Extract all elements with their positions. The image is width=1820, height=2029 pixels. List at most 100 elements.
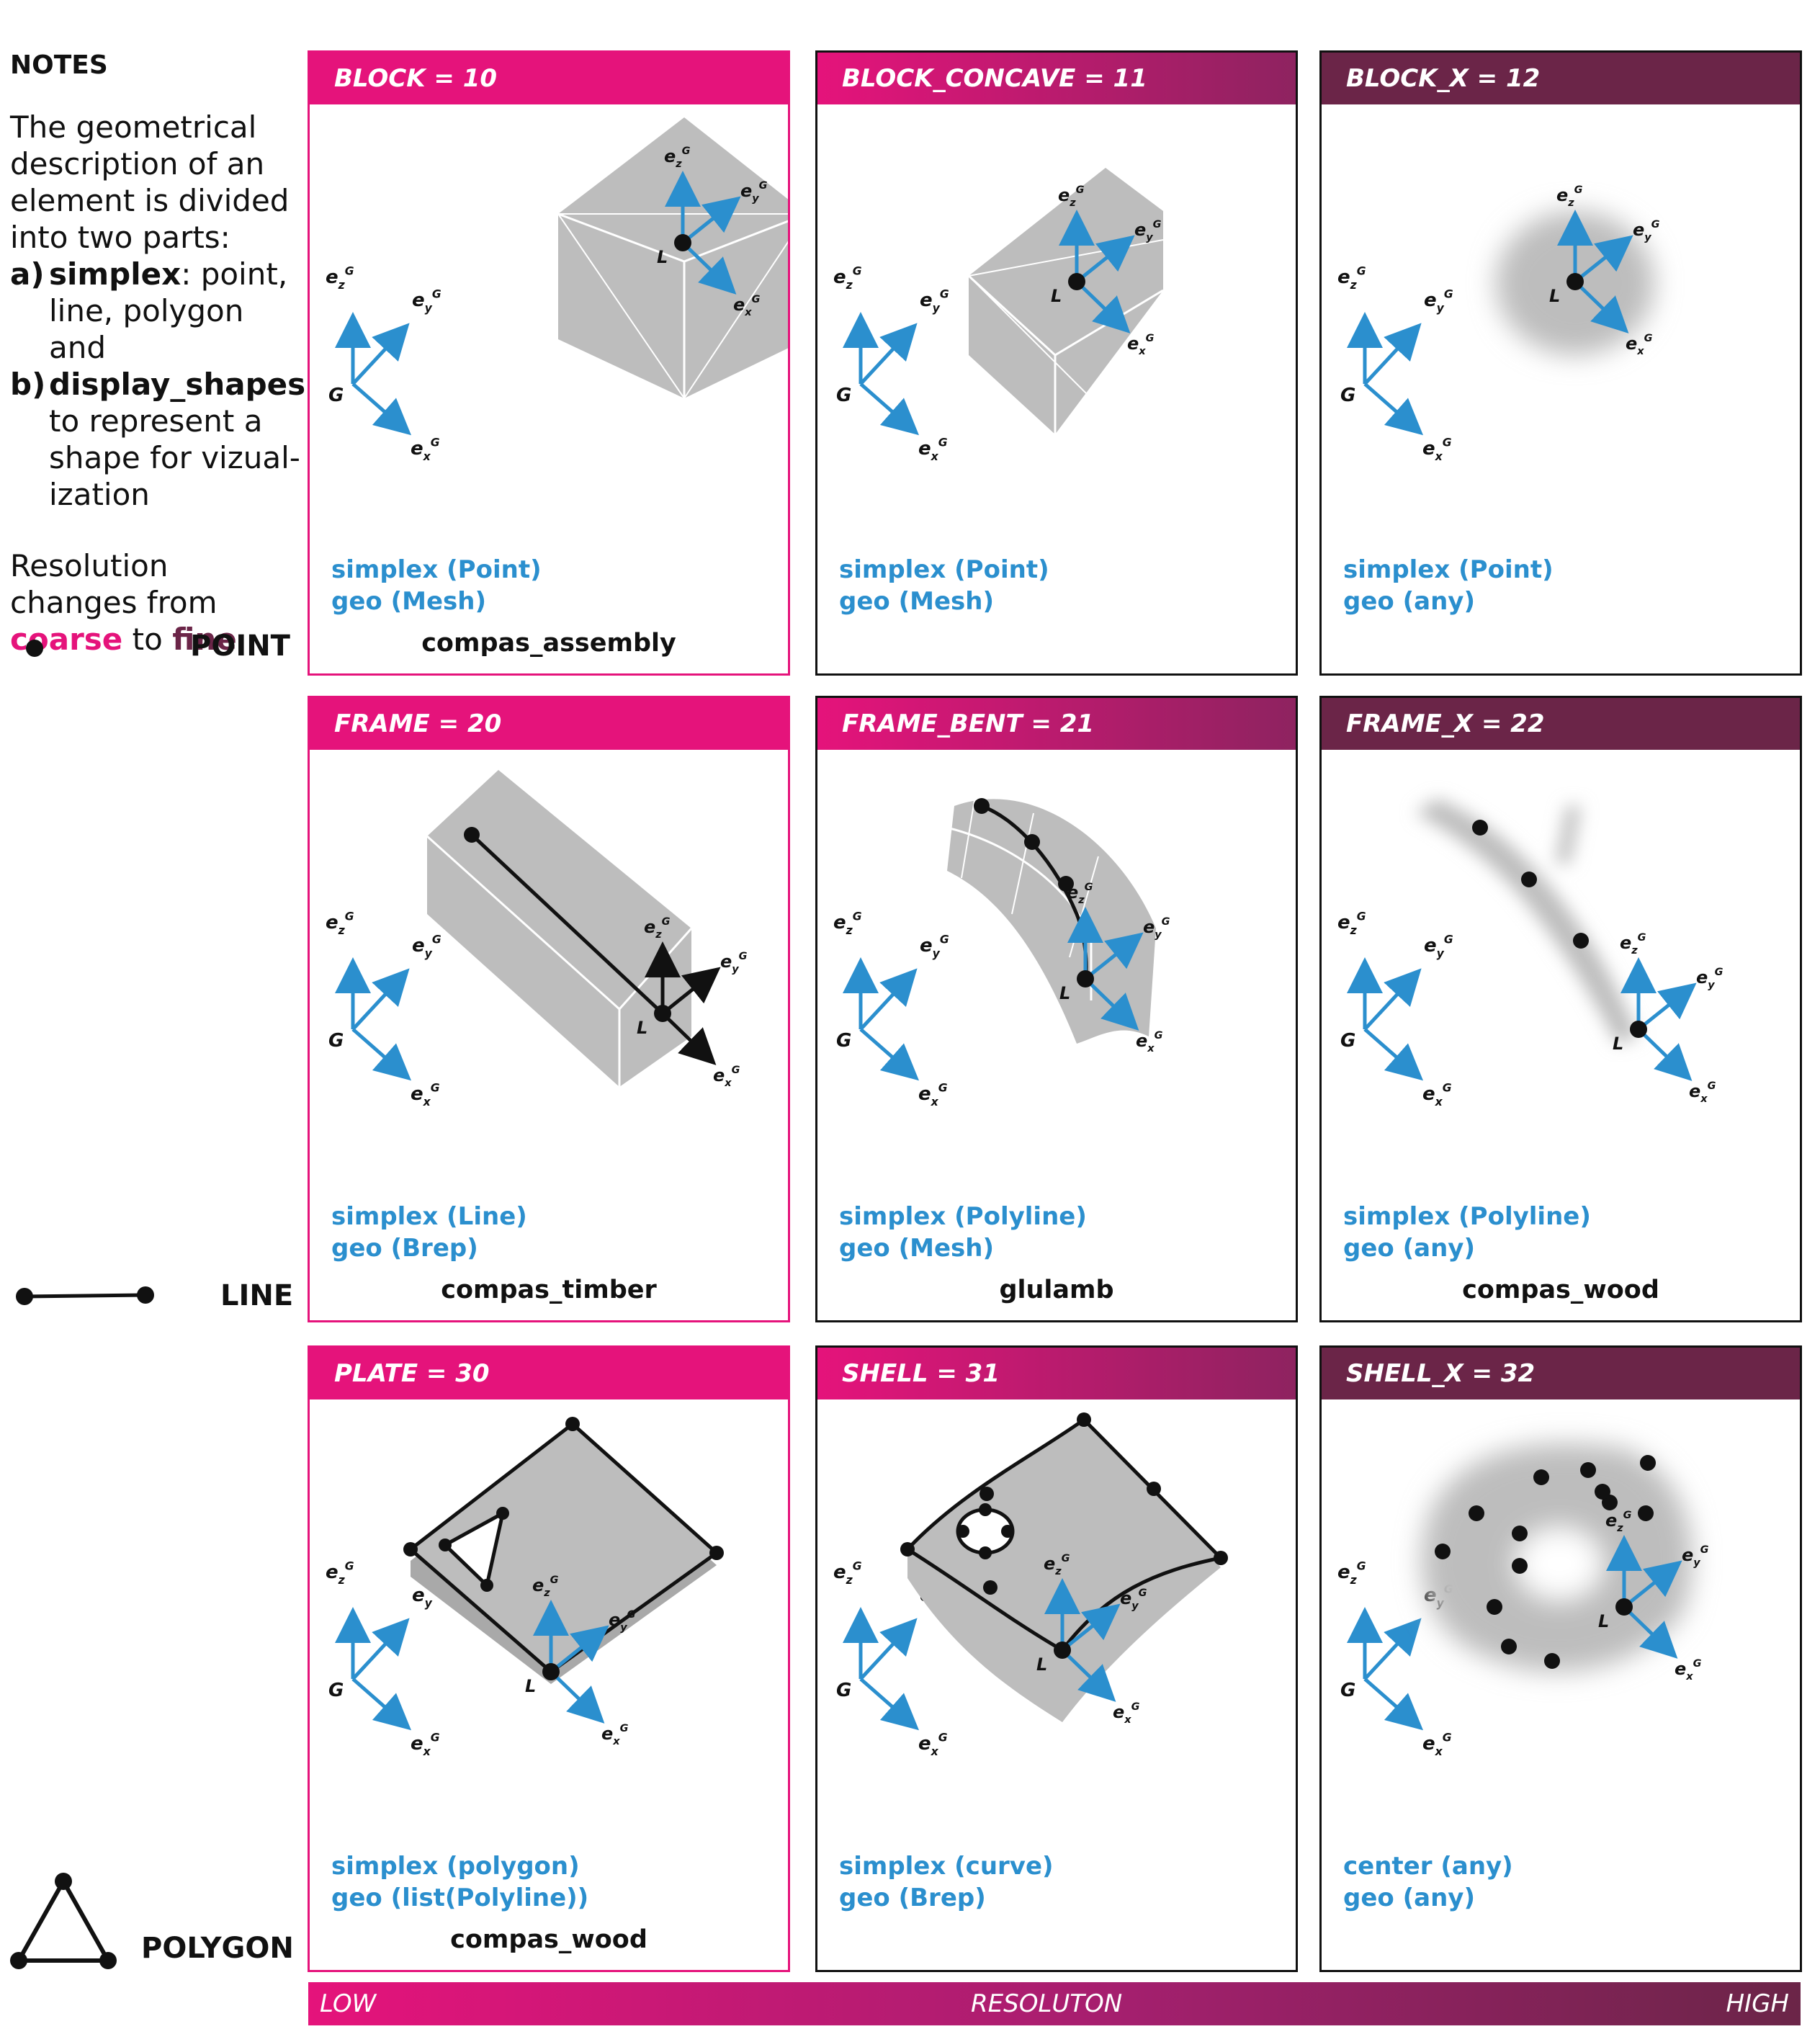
shell-x-point <box>1512 1526 1528 1541</box>
svg-text:exG: exG <box>918 1081 948 1108</box>
block-concave-mesh-shape <box>969 168 1163 434</box>
svg-text:G: G <box>1340 1680 1355 1701</box>
panel-title: BLOCK_CONCAVE = 11 <box>817 53 1296 104</box>
global-frame-icon: G ezG eyG exG <box>326 910 441 1108</box>
svg-text:exG: exG <box>1422 1081 1452 1108</box>
panel-shell-x: SHELL_X = 32 G ezG eyG exG L ezG eyG exG… <box>1319 1345 1802 1972</box>
global-frame-icon: G ezG eyG exG <box>833 264 949 463</box>
svg-text:eyG: eyG <box>412 287 441 315</box>
panel-block-concave: BLOCK_CONCAVE = 11 G ezG eyG exG L ezG e… <box>815 50 1298 676</box>
shell-x-point <box>1512 1558 1528 1574</box>
panel-title: SHELL = 31 <box>817 1348 1296 1399</box>
panel-description: simplex (Line) geo (Brep) <box>331 1201 527 1264</box>
shell-x-point <box>1640 1455 1656 1471</box>
panel-shell: SHELL = 31 G ezG eyG exG L ezG eyG exG <box>815 1345 1298 1972</box>
polygon-legend-icon <box>10 1873 117 1969</box>
panel-geo: geo (any) <box>1343 1884 1475 1912</box>
svg-text:eyG: eyG <box>920 287 949 315</box>
panel-illustration: G ezG eyG exG L ezG eyG exG <box>1337 1443 1709 1758</box>
svg-text:ezG: ezG <box>326 910 354 937</box>
shell-x-point <box>1435 1544 1451 1559</box>
panel-frame-x: FRAME_X = 22 G ezG eyG exG L ezG eyG exG… <box>1319 696 1802 1322</box>
notes-item-a-term: simplex <box>49 256 181 292</box>
svg-text:exG: exG <box>1675 1658 1702 1683</box>
panel-description: simplex (Point) geo (Mesh) <box>839 554 1049 617</box>
shell-x-point <box>1638 1505 1654 1521</box>
notes-item-a: a) simplex: point, line, polygon and <box>10 256 298 366</box>
panel-block-x: BLOCK_X = 12 G ezG eyG exG L ezG eyG exG… <box>1319 50 1802 676</box>
global-frame-icon: G ezG eyG exG <box>833 910 949 1108</box>
svg-text:exG: exG <box>1422 1731 1452 1758</box>
panel-title: BLOCK_X = 12 <box>1322 53 1800 104</box>
panel-geo: geo (Mesh) <box>839 587 995 616</box>
svg-text:L: L <box>637 1018 647 1038</box>
svg-text:exG: exG <box>1113 1701 1140 1726</box>
panel-description: simplex (Polyline) geo (Mesh) <box>839 1201 1087 1264</box>
panel-title: PLATE = 30 <box>310 1348 788 1399</box>
svg-text:ezG: ezG <box>833 264 862 292</box>
svg-text:eyG: eyG <box>920 933 949 960</box>
svg-text:exG: exG <box>1689 1080 1716 1105</box>
svg-text:G: G <box>328 385 344 406</box>
panel-library: glulamb <box>999 1276 1114 1304</box>
svg-text:exG: exG <box>713 1065 740 1089</box>
notes-item-b-label: b) <box>10 367 46 402</box>
notes-res-prefix: Resolution changes from <box>10 548 218 620</box>
panel-geo: geo (any) <box>1343 1234 1475 1263</box>
panel-illustration: G ezG eyG exG L ezG eyG exG <box>326 770 748 1108</box>
panel-block: BLOCK = 10 G ezG eyG exG L ezG eyG exG s… <box>308 50 790 676</box>
svg-text:exG: exG <box>918 1731 948 1758</box>
svg-text:exG: exG <box>411 1731 440 1758</box>
resolution-center: RESOLUTON <box>971 1989 1123 2018</box>
notes-title: NOTES <box>10 50 108 80</box>
notes-item-a-text: : point, line, polygon and <box>49 256 288 365</box>
svg-text:ezG: ezG <box>326 264 354 292</box>
shell-x-point <box>1533 1469 1549 1485</box>
svg-text:exG: exG <box>1127 333 1155 357</box>
legend-polygon-label: POLYGON <box>141 1932 294 1965</box>
panel-title: SHELL_X = 32 <box>1322 1348 1800 1399</box>
notes: NOTES The geometrical description of an … <box>10 50 305 658</box>
panel-simplex: simplex (Point) <box>1343 555 1554 584</box>
panel-title: BLOCK = 10 <box>310 53 788 104</box>
panel-description: simplex (curve) geo (Brep) <box>839 1850 1054 1914</box>
shell-x-point <box>1595 1484 1610 1500</box>
legend-point-label: POINT <box>190 630 290 663</box>
panel-library: compas_assembly <box>421 629 676 658</box>
panel-geo: geo (Mesh) <box>331 587 487 616</box>
svg-text:exG: exG <box>918 436 948 463</box>
panel-geo: geo (list(Polyline)) <box>331 1884 589 1912</box>
panel-title: FRAME_X = 22 <box>1322 698 1800 750</box>
svg-text:ezG: ezG <box>1337 910 1366 937</box>
notes-item-a-label: a) <box>10 256 45 292</box>
svg-text:eyG: eyG <box>1424 933 1453 960</box>
svg-text:ezG: ezG <box>326 1559 354 1587</box>
svg-text:exG: exG <box>1626 333 1653 357</box>
svg-text:L: L <box>1036 1654 1047 1675</box>
panel-illustration: G ezG eyG exG L ezG eyG exG <box>833 791 1170 1108</box>
legend-line-label: LINE <box>220 1279 294 1312</box>
notes-res-suffix: . <box>236 622 247 657</box>
panel-illustration: G ezG eyG exG L ezG eyG exG <box>833 1412 1228 1758</box>
panel-description: simplex (Point) geo (any) <box>1343 554 1554 617</box>
panel-library: compas_wood <box>450 1925 647 1954</box>
resolution-high: HIGH <box>1726 1989 1789 2018</box>
panel-illustration: G ezG eyG exG L ezG eyG exG <box>326 117 788 463</box>
notes-item-b: b) display_shapes to represent a shape f… <box>10 366 305 513</box>
svg-text:exG: exG <box>601 1723 629 1747</box>
panel-library: compas_wood <box>1462 1276 1659 1304</box>
panel-geo: geo (Brep) <box>839 1884 986 1912</box>
panel-library: compas_timber <box>441 1276 657 1304</box>
svg-text:ezG: ezG <box>833 1559 862 1587</box>
resolution-bar: LOW RESOLUTON HIGH <box>308 1982 1801 2025</box>
svg-text:ezG: ezG <box>1556 184 1583 209</box>
svg-text:L: L <box>525 1676 536 1696</box>
panel-plate: PLATE = 30 G ezG eyG exG L ezG eyG exG s… <box>308 1345 790 1972</box>
frame-bent-beam-shape <box>947 799 1156 1044</box>
panel-description: simplex (Point) geo (Mesh) <box>331 554 542 617</box>
shell-x-point <box>1544 1653 1560 1669</box>
panel-frame-bent: FRAME_BENT = 21 G ezG eyG exG L ezG eyG … <box>815 696 1298 1322</box>
shell-x-point <box>1487 1599 1502 1615</box>
svg-text:eyG: eyG <box>1696 967 1723 991</box>
panel-description: center (any) geo (any) <box>1343 1850 1513 1914</box>
